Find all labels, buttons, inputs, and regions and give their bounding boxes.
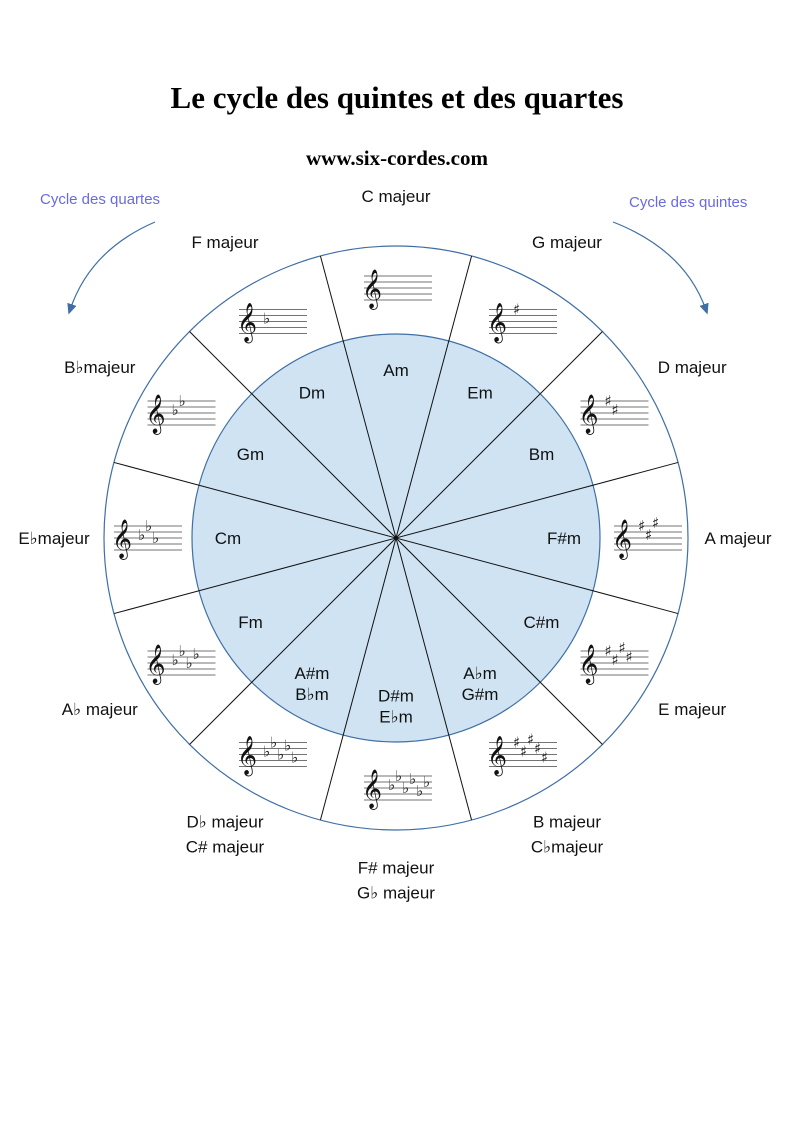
minor-key-label: C#m [524, 613, 560, 632]
flat-icon: ♭ [178, 392, 185, 410]
flat-icon: ♭ [263, 309, 270, 327]
page-title: Le cycle des quintes et des quartes [170, 80, 624, 115]
minor-key-label: F#m [547, 529, 581, 548]
key-signature-staff: 𝄞 ♭♭ [145, 392, 216, 435]
sharp-icon: ♯ [612, 651, 619, 669]
treble-clef-icon: 𝄞 [237, 302, 257, 343]
flat-icon: ♭ [277, 746, 284, 764]
sharp-icon: ♯ [626, 648, 633, 666]
flat-icon: ♭ [152, 529, 159, 547]
major-key-label: E♭majeur [18, 529, 90, 548]
major-key-label: D majeur [658, 358, 727, 377]
sharp-icon: ♯ [520, 743, 527, 761]
sharp-icon: ♯ [605, 642, 612, 660]
flat-icon: ♭ [178, 642, 185, 660]
website-url: www.six-cordes.com [306, 146, 488, 170]
major-key-label: D♭ majeur [187, 813, 264, 832]
sharp-icon: ♯ [645, 526, 652, 544]
key-signature-staff: 𝄞 ♯♯ [579, 392, 649, 435]
sharp-icon: ♯ [534, 740, 541, 758]
sharp-icon: ♯ [513, 300, 520, 318]
sharp-icon: ♯ [605, 392, 612, 410]
flat-icon: ♭ [263, 743, 270, 761]
treble-clef-icon: 𝄞 [112, 519, 132, 560]
sharp-icon: ♯ [612, 401, 619, 419]
minor-key-label: Cm [215, 529, 241, 548]
major-key-label: G majeur [532, 233, 602, 252]
flat-icon: ♭ [409, 770, 416, 788]
minor-key-label: Dm [299, 384, 325, 403]
key-signature-staff: 𝄞♭♭♭♭♭♭ [362, 767, 432, 810]
key-signature-staff: 𝄞 [362, 269, 432, 310]
major-key-label: F# majeur [358, 859, 435, 878]
flat-icon: ♭ [270, 734, 277, 752]
sharp-icon: ♯ [541, 749, 548, 767]
major-key-label: B majeur [533, 813, 601, 832]
treble-clef-icon: 𝄞 [145, 394, 165, 435]
sector-divider [319, 255, 473, 821]
flat-icon: ♭ [284, 737, 291, 755]
treble-clef-icon: 𝄞 [579, 644, 599, 685]
key-signature-staff: 𝄞♯♯♯♯ [579, 639, 649, 685]
flat-icon: ♭ [423, 773, 430, 791]
flat-icon: ♭ [171, 651, 178, 669]
minor-key-label: A♭m [463, 664, 497, 683]
minor-key-label: A#m [295, 664, 330, 683]
key-signature-staff: 𝄞♭♭♭ [112, 517, 182, 560]
sharp-icon: ♯ [513, 734, 520, 752]
treble-clef-icon: 𝄞 [362, 269, 382, 310]
cycle-fifths-label: Cycle des quintes [629, 194, 747, 211]
cycle-fourths-arrow-icon [67, 221, 156, 315]
major-key-label: C# majeur [186, 838, 265, 857]
sharp-icon: ♯ [619, 639, 626, 657]
sharp-icon: ♯ [527, 731, 534, 749]
treble-clef-icon: 𝄞 [487, 302, 507, 343]
flat-icon: ♭ [138, 526, 145, 544]
minor-key-label: G#m [462, 685, 499, 704]
key-signature-staff: 𝄞♭♭♭♭♭ [237, 734, 307, 777]
treble-clef-icon: 𝄞 [362, 769, 382, 810]
minor-key-label: Bm [529, 445, 555, 464]
minor-key-label: E♭m [379, 708, 413, 727]
cycle-fifths-arrow-icon [612, 221, 709, 315]
treble-clef-icon: 𝄞 [145, 644, 165, 685]
flat-icon: ♭ [291, 749, 298, 767]
key-signature-staff: 𝄞♯♯♯♯♯ [487, 731, 557, 777]
flat-icon: ♭ [416, 782, 423, 800]
major-key-label: A♭ majeur [62, 700, 138, 719]
treble-clef-icon: 𝄞 [237, 736, 257, 777]
minor-key-label: Em [467, 384, 493, 403]
flat-icon: ♭ [145, 517, 152, 535]
key-signature-staff: 𝄞♯♯♯ [612, 514, 682, 560]
major-key-label: A majeur [704, 529, 771, 548]
key-signature-staff: 𝄞♭ [237, 302, 307, 343]
minor-key-label: B♭m [295, 685, 329, 704]
flat-icon: ♭ [395, 767, 402, 785]
flat-icon: ♭ [388, 776, 395, 794]
major-key-label: E majeur [658, 700, 726, 719]
minor-key-label: Gm [237, 445, 264, 464]
flat-icon: ♭ [171, 401, 178, 419]
flat-icon: ♭ [192, 645, 199, 663]
major-key-label: F majeur [191, 233, 258, 252]
cycle-fourths-label: Cycle des quartes [40, 191, 160, 208]
major-key-label: B♭majeur [64, 358, 136, 377]
major-key-label: C majeur [362, 187, 431, 206]
sharp-icon: ♯ [638, 517, 645, 535]
major-key-label: C♭majeur [531, 838, 604, 857]
minor-key-label: Fm [238, 613, 263, 632]
treble-clef-icon: 𝄞 [487, 736, 507, 777]
sharp-icon: ♯ [652, 514, 659, 532]
flat-icon: ♭ [185, 654, 192, 672]
minor-key-label: D#m [378, 687, 414, 706]
minor-key-label: Am [383, 361, 409, 380]
key-signature-staff: 𝄞♯ [487, 300, 557, 343]
treble-clef-icon: 𝄞 [612, 519, 632, 560]
major-key-label: G♭ majeur [357, 884, 435, 903]
treble-clef-icon: 𝄞 [579, 394, 599, 435]
flat-icon: ♭ [402, 779, 409, 797]
key-signature-staff: 𝄞♭♭♭♭ [145, 642, 216, 685]
